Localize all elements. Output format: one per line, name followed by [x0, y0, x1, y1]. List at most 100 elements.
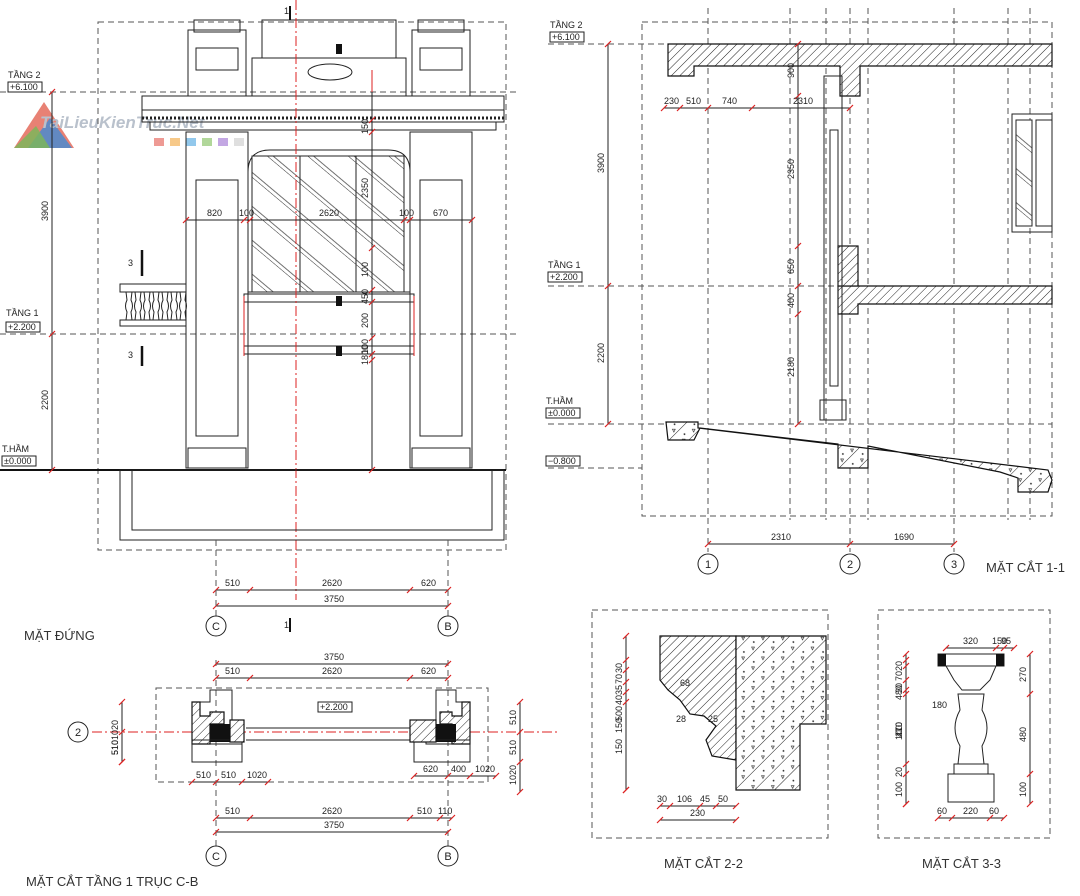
- grid-label-2: 2: [847, 559, 853, 571]
- s11-mid-dim-0: 900: [786, 63, 796, 78]
- logo-swatch: [234, 138, 244, 146]
- level-value-tang1: +2.200: [8, 322, 36, 332]
- right-column: [409, 131, 473, 469]
- s11-bottom-dim-0: 2310: [771, 532, 791, 542]
- grid-bubble-b: [437, 615, 459, 637]
- plan-bottom2-dim-0: 3750: [324, 820, 344, 830]
- logo-watermark: TaiLieuKienTruc.Net: [14, 102, 244, 148]
- logo-swatch: [170, 138, 180, 146]
- s11-level-tang1: TẦNG 1 +2.200: [547, 260, 583, 283]
- baluster: [143, 291, 151, 321]
- plan-below-right-dim-2: 1020: [475, 764, 495, 774]
- plan-left-dim-0: 1020: [110, 720, 120, 740]
- plan-right-dim-1: 510: [508, 740, 518, 755]
- plan-level-box: [317, 701, 353, 713]
- grid-bubble-2: [839, 553, 861, 575]
- baluster: [161, 291, 169, 321]
- s11-bottom-dim-1: 1690: [894, 532, 914, 542]
- plan-right-dim-2: 1020: [508, 765, 518, 785]
- slab-tang2: [667, 43, 1053, 97]
- elev-center-dim-1: 2350: [360, 178, 370, 198]
- right-pier-core: [436, 724, 456, 742]
- s22-left-dim-4: 35: [614, 685, 624, 695]
- s11-level-value-ground: −0.800: [548, 456, 576, 466]
- elev-center-dim-6: 1800: [360, 345, 370, 365]
- s11-level-ham: T.HẦM ±0.000: [545, 396, 581, 419]
- elev-bottom-dim-1: 2620: [322, 578, 342, 588]
- left-pier-core: [210, 724, 230, 742]
- s22-bottom1-dim-1: 106: [677, 794, 692, 804]
- section22-frame: [591, 609, 829, 839]
- logo-swatch: [186, 138, 196, 146]
- s22-left-dim-5: 40: [614, 695, 624, 705]
- section11-title: MẶT CẮT 1-1: [986, 560, 1065, 575]
- s11-level-name-tang1: TẦNG 1: [548, 260, 581, 270]
- level-name-tang2: TẦNG 2: [8, 70, 41, 80]
- grid-bubble-c: [205, 615, 227, 637]
- s22-detail-dim-1: 28: [676, 714, 686, 724]
- s11-level-name-ham: T.HẦM: [546, 396, 573, 406]
- s11-level-value-tang1: +2.200: [550, 272, 578, 282]
- section-mark-3-top: 3: [128, 258, 133, 268]
- plan-bottom1-dim-1: 2620: [322, 806, 342, 816]
- section-mark-1-bottom: 1: [284, 620, 289, 630]
- plan-below-left-dim-2: 1020: [247, 770, 267, 780]
- plan-right-dim-0: 510: [508, 710, 518, 725]
- elevation-title: MẶT ĐỨNG: [24, 628, 95, 643]
- s22-bottom2-dim-0: 230: [690, 808, 705, 818]
- s33-left-dim-5: 480: [894, 685, 904, 700]
- plan-top2-dim-2: 620: [421, 666, 436, 676]
- cornice-profile: [659, 635, 737, 761]
- s11-top-dim-0: 230: [664, 96, 679, 106]
- glass-panel: [251, 155, 405, 293]
- s33-right-dim-2: 100: [1018, 782, 1028, 797]
- plan-level-value: +2.200: [320, 702, 348, 712]
- plan-frame: [155, 687, 489, 783]
- slab-tang1: [837, 285, 1053, 315]
- elev-bottom-dim-2: 620: [421, 578, 436, 588]
- logo-color-swatches: [154, 138, 244, 146]
- elev-top-dim-3: 100: [399, 208, 414, 218]
- s11-left-dim-1: 2200: [596, 343, 606, 363]
- s22-bottom1-dim-3: 50: [718, 794, 728, 804]
- grid-label-c: C: [212, 621, 220, 633]
- s33-left-dim-1: 100: [894, 725, 904, 740]
- section11-frame: [641, 21, 1053, 517]
- section-1-1-view: TẦNG 2 +6.100 TẦNG 1 +2.200 T.HẦM ±0.000…: [545, 8, 1065, 575]
- plan-below-right-dim-1: 400: [451, 764, 466, 774]
- s33-right-dim-0: 270: [1018, 667, 1028, 682]
- level-name-ham: T.HẦM: [2, 444, 29, 454]
- elev-bottom-total-0: 3750: [324, 594, 344, 604]
- section22-title: MẶT CẮT 2-2: [664, 856, 743, 871]
- elev-center-dim-2: 100: [360, 262, 370, 277]
- s11-level-ground: −0.800: [545, 455, 581, 467]
- elev-bottom-dim-0: 510: [225, 578, 240, 588]
- plan-grid-label-2: 2: [75, 727, 81, 739]
- level-value-tang2: +6.100: [10, 82, 38, 92]
- s22-bottom1-dim-0: 30: [657, 794, 667, 804]
- elev-top-dim-1: 100: [239, 208, 254, 218]
- s11-mid-dim-1: 2350: [786, 159, 796, 179]
- level-marker-tang1: TẦNG 1 +2.200: [5, 308, 41, 333]
- logo-swatch: [218, 138, 228, 146]
- plan-grid-bubble-c: [205, 845, 227, 867]
- plan-below-left-dim-1: 510: [221, 770, 236, 780]
- s33-top-dim-1: 150: [992, 636, 1007, 646]
- s33-left-dim-4: 30: [894, 683, 904, 693]
- s33-left-dim-3: 70: [894, 671, 904, 681]
- plan-title: MẶT CẮT TẦNG 1 TRỤC C-B: [26, 874, 198, 889]
- s22-detail-dim-0: 68: [680, 678, 690, 688]
- s11-level-tang2: TẦNG 2 +6.100: [549, 20, 585, 43]
- grid-bubble-1: [697, 553, 719, 575]
- level-value-ham: ±0.000: [4, 456, 31, 466]
- s11-level-value-tang2: +6.100: [552, 32, 580, 42]
- section-mark-1-top: 1: [284, 6, 289, 16]
- section33-frame: [877, 609, 1051, 839]
- baluster: [125, 291, 133, 321]
- grid-label-1: 1: [705, 559, 711, 571]
- section-mark-3-bottom: 3: [128, 350, 133, 360]
- s22-left-dim-6: 150: [614, 739, 624, 754]
- s33-left-dim-6: 410: [894, 722, 904, 737]
- s11-mid-dim-4: 2180: [786, 357, 796, 377]
